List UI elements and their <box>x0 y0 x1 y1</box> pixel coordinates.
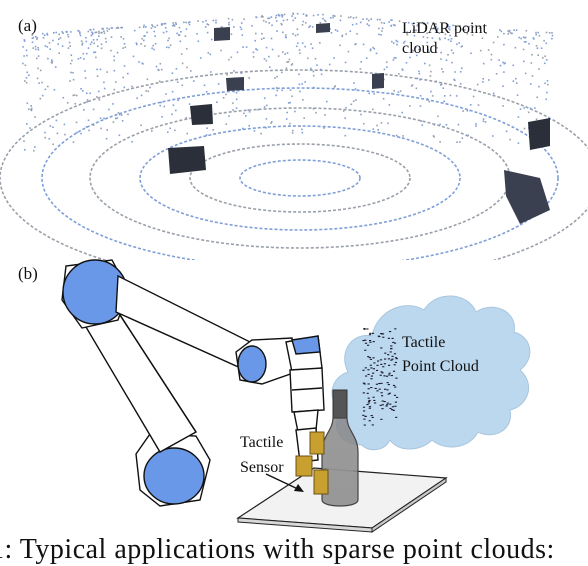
sensor-label-line2: Sensor <box>240 459 284 476</box>
figure-caption: 1: Typical applications with sparse poin… <box>0 534 555 565</box>
obstacle-panels <box>168 23 550 224</box>
panel-a-label: (a) <box>18 16 37 35</box>
sensor-arrow <box>265 473 304 492</box>
bottle <box>321 389 359 507</box>
tactile-point-cloud <box>362 328 399 426</box>
robot-arm <box>61 259 325 507</box>
tactile-sensor-pads <box>295 431 329 495</box>
lidar-annotation-line1: LiDAR point <box>402 20 487 37</box>
robot-tactile-diagram <box>61 259 531 533</box>
cloud-label-line2: Point Cloud <box>402 358 479 375</box>
cloud-label-line1: Tactile <box>402 334 446 351</box>
lidar-annotation-line2: cloud <box>402 40 438 57</box>
sensor-label-line1: Tactile <box>240 434 284 451</box>
panel-b-label: (b) <box>18 264 38 283</box>
lidar-point-cloud-image <box>0 12 588 260</box>
